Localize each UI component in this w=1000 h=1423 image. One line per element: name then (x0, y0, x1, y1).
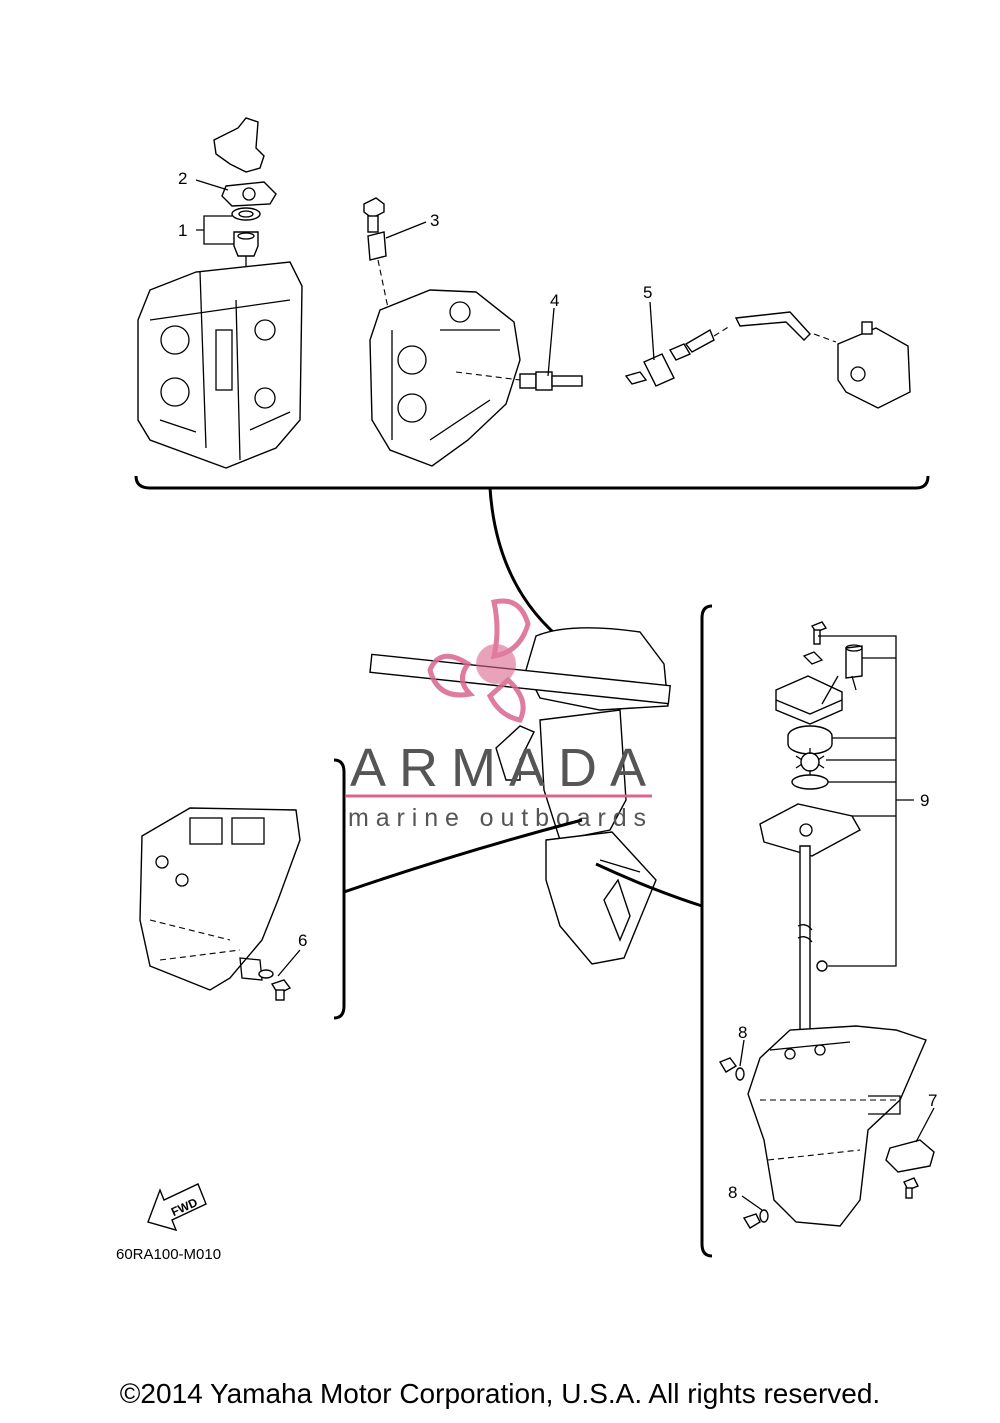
impeller (795, 748, 825, 776)
callout-5: 5 (643, 283, 652, 302)
right-parts-group: 9 7 8 8 (595, 604, 937, 1258)
watermark-title: ARMADA (350, 738, 650, 798)
outboard-motor (369, 627, 671, 965)
drain-screw-lower (742, 1209, 769, 1229)
cylinder-head (369, 289, 521, 467)
callout-8-upper: 8 (738, 1023, 747, 1042)
anode-sleeve (367, 231, 387, 261)
left-parts-group: 6 (139, 758, 583, 1020)
top-bracket (134, 475, 930, 490)
seal-ring (231, 207, 261, 221)
callout-8-lower: 8 (728, 1183, 737, 1202)
pump-housing (775, 675, 843, 725)
collar (845, 645, 863, 679)
fwd-arrow-icon: FWD (147, 1183, 207, 1232)
right-connector (595, 862, 703, 908)
watermark-subtitle: marine outboards (348, 804, 650, 832)
callout-3: 3 (430, 211, 439, 230)
pump-insert (787, 725, 833, 755)
callout-4: 4 (550, 291, 559, 310)
right-bracket (700, 604, 713, 1258)
anode-bolt (363, 197, 385, 233)
left-connector (343, 818, 583, 894)
callout-6: 6 (298, 931, 307, 950)
cylinder-block (137, 261, 303, 469)
callout-9: 9 (920, 791, 929, 810)
callout-2: 2 (178, 169, 187, 188)
callout-1: 1 (178, 221, 187, 240)
drain-screw (258, 969, 292, 1001)
copyright-notice: ©2014 Yamaha Motor Corporation, U.S.A. A… (119, 1378, 881, 1409)
fuel-filter (624, 343, 692, 387)
diagram-code: 60RA100-M010 (116, 1246, 222, 1263)
drain-screw-upper (718, 1057, 745, 1081)
fuel-hose (684, 311, 837, 353)
water-pump-bolt (810, 621, 828, 645)
top-parts-group: 2 1 3 4 5 (134, 117, 930, 666)
left-bracket (333, 758, 346, 1020)
outer-plate (759, 803, 861, 857)
thermostat-cover (213, 117, 265, 173)
o-ring (791, 774, 829, 790)
callout-7: 7 (928, 1091, 937, 1110)
trim-tab-anode (885, 1139, 935, 1199)
upper-casing (139, 807, 301, 991)
lower-casing (747, 1025, 927, 1227)
spark-plug (455, 371, 583, 391)
gasket (221, 181, 277, 207)
fuel-pump (837, 321, 911, 409)
propeller-logo-icon (427, 598, 531, 723)
